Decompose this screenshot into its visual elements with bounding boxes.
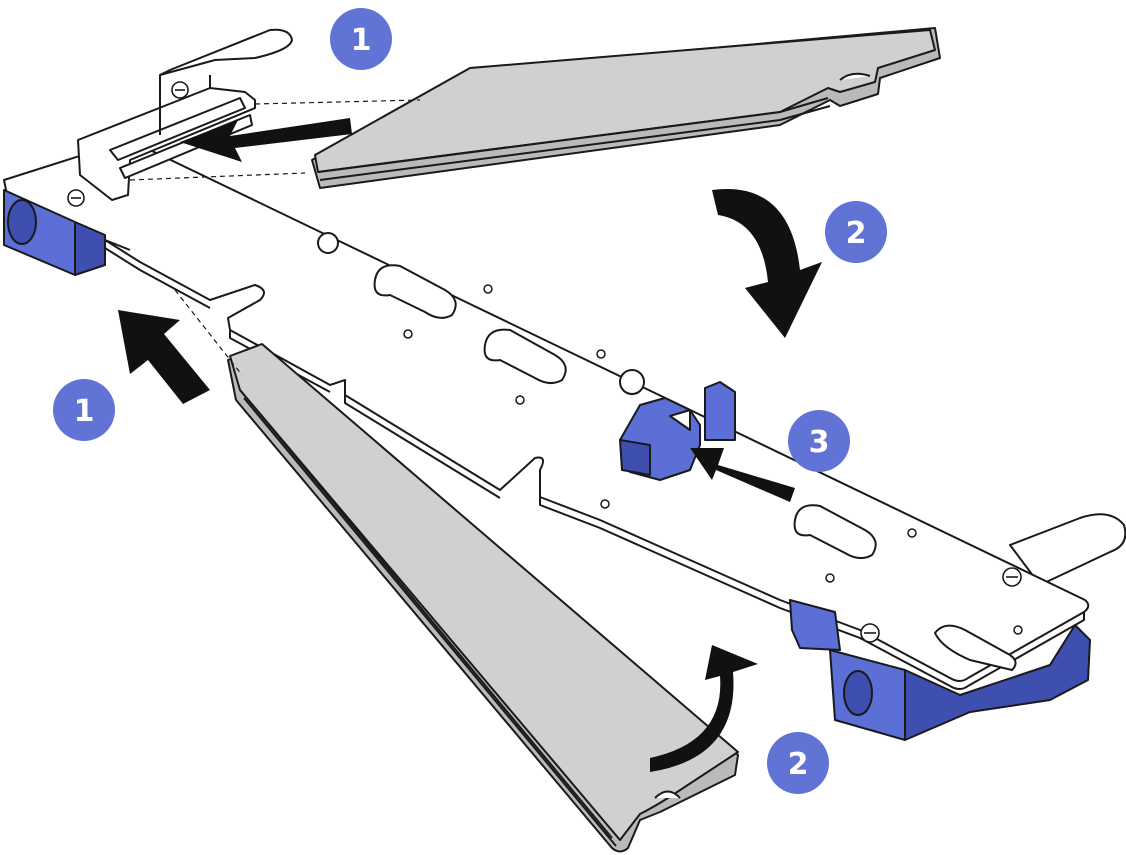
numbered-callout-circle [825, 201, 887, 263]
backplane-right-handle [1009, 513, 1126, 586]
callout-1-top: 1 [330, 8, 392, 70]
callout-1-left-label: 1 [74, 394, 95, 429]
callout-1-left: 1 [53, 379, 115, 441]
numbered-callout-circle [53, 379, 115, 441]
insertion-guide-lines [129, 99, 421, 376]
callout-3: 3 [788, 410, 850, 472]
backplane-holes [317, 232, 1017, 672]
callout-2-right-label: 2 [846, 216, 867, 251]
m2-drive-lower [227, 343, 739, 853]
callout-3-label: 3 [809, 425, 830, 460]
right-blue-retainer [789, 599, 1091, 741]
arrow-insert-left [118, 310, 210, 404]
numbered-callout-circle [330, 8, 392, 70]
callout-2-bottom-label: 2 [788, 747, 809, 782]
callout-2-bottom: 2 [767, 732, 829, 794]
direction-arrow [118, 118, 822, 772]
numbered-callout-circle [788, 410, 850, 472]
arrow-slide-retainer [690, 448, 795, 502]
numbered-callout-circle [767, 732, 829, 794]
backplane-top-face [3, 139, 1090, 682]
callout-2-right: 2 [825, 201, 887, 263]
arrow-pivot-up [650, 645, 758, 772]
screw-icon [67, 81, 1022, 643]
callout-1-top-label: 1 [351, 23, 372, 58]
left-blue-retainer [3, 189, 106, 276]
sliding-retainer-clip [619, 381, 736, 481]
arrow-pivot-down [712, 189, 822, 338]
arrow-insert-top [180, 118, 352, 162]
m2-drive-upper [311, 27, 941, 189]
